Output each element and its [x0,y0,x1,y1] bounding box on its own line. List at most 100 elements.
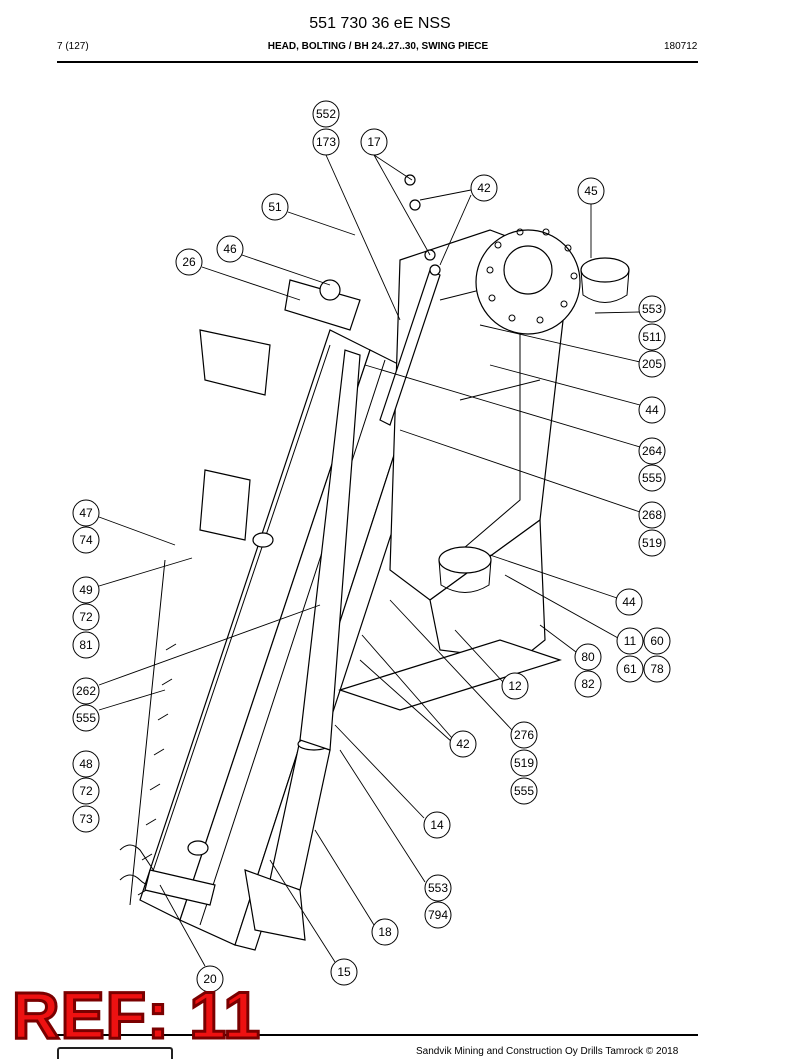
callout-45: 45 [577,177,605,205]
svg-text:511: 511 [642,330,661,344]
svg-text:61: 61 [623,662,637,676]
callout-262: 262 [72,677,100,705]
callout-72-upper: 72 [72,603,100,631]
svg-text:173: 173 [316,135,336,149]
callout-173: 173 [312,128,340,156]
callout-46: 46 [216,235,244,263]
svg-text:268: 268 [642,508,662,522]
callout-15: 15 [330,958,358,986]
svg-text:553: 553 [428,881,448,895]
footer-rule [57,1034,698,1036]
header-rule [57,61,698,63]
callout-82: 82 [574,670,602,698]
svg-text:14: 14 [430,818,444,832]
svg-text:18: 18 [378,925,392,939]
svg-text:47: 47 [79,506,93,520]
svg-text:80: 80 [581,650,595,664]
callout-51: 51 [261,193,289,221]
svg-text:82: 82 [581,677,595,691]
date-code: 180712 [664,41,698,52]
svg-text:60: 60 [650,634,664,648]
callout-44-lower: 44 [615,588,643,616]
svg-text:555: 555 [642,471,662,485]
svg-text:26: 26 [182,255,196,269]
callout-205: 205 [638,350,666,378]
svg-text:276: 276 [514,728,534,742]
reference-stamp: REF: 11 [10,978,262,1052]
svg-text:42: 42 [477,181,491,195]
svg-text:555: 555 [76,711,96,725]
svg-text:78: 78 [650,662,664,676]
callout-81: 81 [72,631,100,659]
page-indicator: 7 (127) [57,41,89,52]
svg-text:44: 44 [622,595,636,609]
callout-20: 20 [196,965,224,993]
svg-text:794: 794 [428,908,448,922]
callout-44-upper: 44 [638,396,666,424]
svg-text:15: 15 [337,965,351,979]
assembly-illustration [119,174,630,951]
callout-18: 18 [371,918,399,946]
svg-text:205: 205 [642,357,662,371]
callout-72-lower: 72 [72,777,100,805]
callout-61: 61 [616,655,644,683]
svg-text:519: 519 [514,756,534,770]
svg-text:12: 12 [508,679,522,693]
callout-794: 794 [424,901,452,929]
callout-511: 511 [638,323,666,351]
svg-text:555: 555 [514,784,534,798]
callout-555-left: 555 [72,704,100,732]
callout-553-top: 553 [638,295,666,323]
svg-text:73: 73 [79,812,93,826]
svg-text:262: 262 [76,684,96,698]
leader-lines [98,154,641,967]
callout-48: 48 [72,750,100,778]
svg-text:42: 42 [456,737,470,751]
svg-text:552: 552 [316,107,336,121]
svg-text:72: 72 [79,610,93,624]
callout-276: 276 [510,721,538,749]
callout-519-right: 519 [638,529,666,557]
callout-555-right: 555 [638,464,666,492]
callout-47: 47 [72,499,100,527]
svg-text:46: 46 [223,242,237,256]
callout-264: 264 [638,437,666,465]
svg-text:553: 553 [642,302,662,316]
svg-text:72: 72 [79,784,93,798]
svg-text:49: 49 [79,583,93,597]
callout-17: 17 [360,128,388,156]
callout-11: 11 [616,627,644,655]
callout-49: 49 [72,576,100,604]
callout-74: 74 [72,526,100,554]
callout-bubbles: 552 173 17 42 45 51 46 26 553 511 205 44… [72,100,671,993]
svg-text:519: 519 [642,536,662,550]
svg-text:20: 20 [203,972,217,986]
callout-555-lower: 555 [510,777,538,805]
svg-text:81: 81 [79,638,93,652]
callout-268: 268 [638,501,666,529]
callout-14: 14 [423,811,451,839]
callout-552: 552 [312,100,340,128]
document-number: 551 730 36 eE NSS [309,15,451,32]
svg-text:11: 11 [624,634,637,648]
callout-42-top: 42 [470,174,498,202]
callout-42-lower: 42 [449,730,477,758]
svg-text:44: 44 [645,403,659,417]
callout-78: 78 [643,655,671,683]
svg-text:17: 17 [367,135,381,149]
copyright-text: Sandvik Mining and Construction Oy Drill… [416,1046,679,1057]
svg-text:264: 264 [642,444,662,458]
svg-text:51: 51 [268,200,282,214]
svg-text:45: 45 [584,184,598,198]
svg-text:74: 74 [79,533,93,547]
callout-26: 26 [175,248,203,276]
callout-12: 12 [501,672,529,700]
callout-519-lower: 519 [510,749,538,777]
callout-80: 80 [574,643,602,671]
callout-553-lower: 553 [424,874,452,902]
page-title: HEAD, BOLTING / BH 24..27..30, SWING PIE… [267,41,489,52]
callout-73: 73 [72,805,100,833]
svg-text:48: 48 [79,757,93,771]
callout-60: 60 [643,627,671,655]
